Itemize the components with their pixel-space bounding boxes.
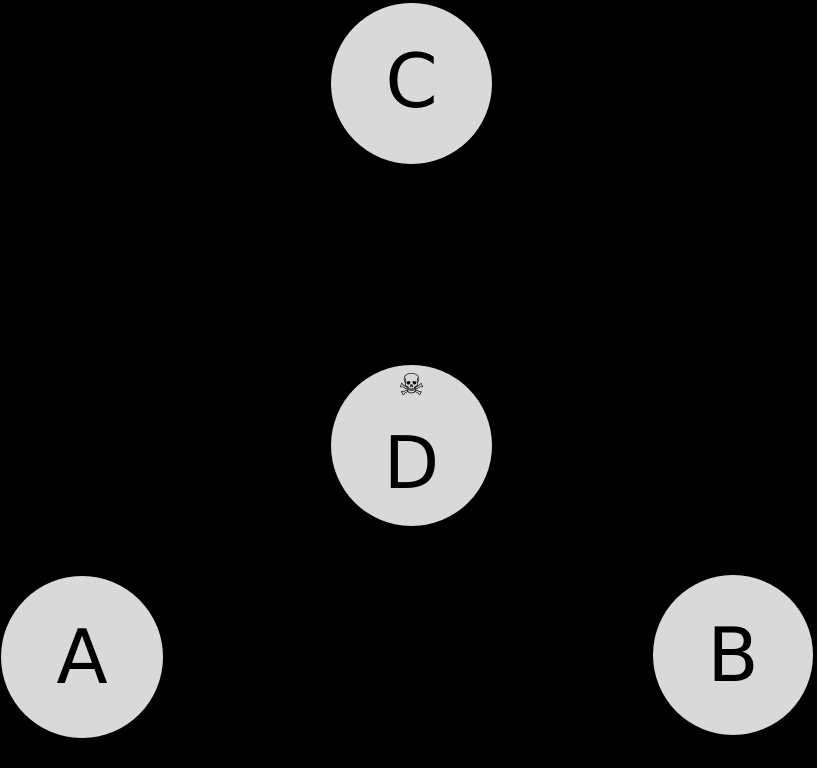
graph-node-a-label: A (56, 612, 108, 701)
skull-and-crossbones-icon: ☠ (398, 368, 425, 403)
graph-node-d-label: D (383, 420, 440, 505)
graph-node-a[interactable]: A (1, 576, 163, 738)
graph-node-b-label: B (707, 610, 759, 699)
graph-node-c-label: C (385, 37, 438, 125)
graph-node-b[interactable]: B (653, 575, 813, 735)
graph-node-d[interactable]: ☠ D (331, 365, 492, 526)
graph-node-c[interactable]: C (331, 3, 492, 164)
